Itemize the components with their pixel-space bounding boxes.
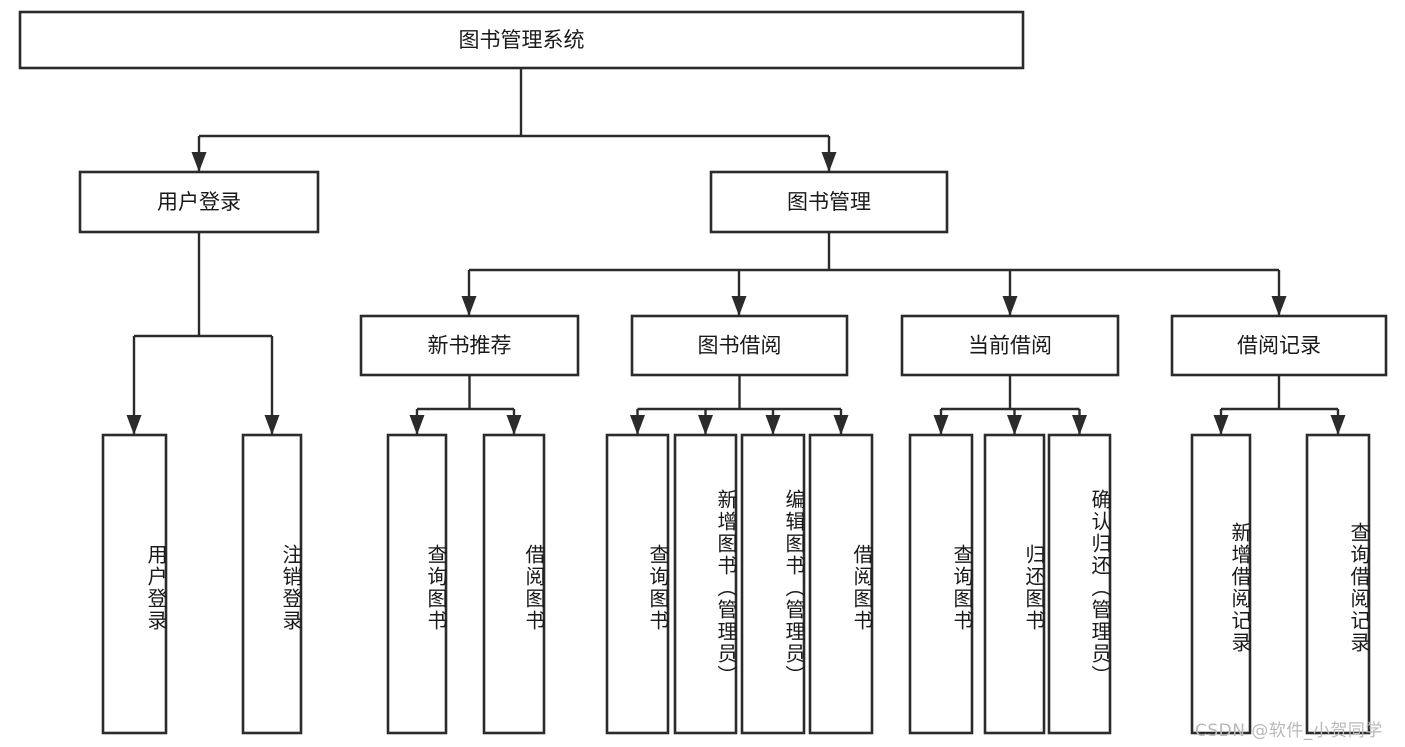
node-label-user-login: 用户登录 xyxy=(157,190,241,214)
arrow-head-icon xyxy=(821,152,837,172)
node-label-new-book-recommend: 新书推荐 xyxy=(428,334,512,358)
arrow-head-icon xyxy=(461,296,477,316)
arrow-head-icon xyxy=(731,296,747,316)
arrow-head-icon xyxy=(698,415,713,435)
leaf-box-leaf-return-book[interactable] xyxy=(983,433,1046,735)
arrow-head-icon xyxy=(1007,415,1022,435)
node-label-book-borrow: 图书借阅 xyxy=(698,334,782,358)
arrow-head-icon xyxy=(1271,296,1287,316)
leaf-box-leaf-query-borrow-record[interactable] xyxy=(1305,433,1371,735)
arrow-head-icon xyxy=(264,415,280,435)
node-box-book-management[interactable] xyxy=(709,170,949,234)
node-box-user-login[interactable] xyxy=(78,170,320,234)
leaf-box-leaf-query-book-rec[interactable] xyxy=(386,433,448,735)
node-box-book-borrow[interactable] xyxy=(630,314,849,377)
arrow-head-icon xyxy=(1330,415,1346,435)
node-label-book-management: 图书管理 xyxy=(787,190,871,214)
arrow-head-icon xyxy=(833,415,849,435)
node-label-borrow-records: 借阅记录 xyxy=(1237,334,1321,358)
node-box-new-book-recommend[interactable] xyxy=(359,314,580,377)
arrow-head-icon xyxy=(126,415,142,435)
arrow-head-icon xyxy=(630,415,645,435)
leaf-box-leaf-confirm-return-admin[interactable] xyxy=(1047,433,1112,735)
node-box-root[interactable] xyxy=(18,10,1025,70)
arrow-head-icon xyxy=(933,415,949,435)
leaf-box-leaf-user-login[interactable] xyxy=(101,433,168,735)
arrow-head-icon xyxy=(1072,415,1087,435)
arrow-head-icon xyxy=(191,152,207,172)
arrow-head-icon xyxy=(765,415,781,435)
leaf-box-leaf-add-borrow-record[interactable] xyxy=(1190,433,1252,735)
node-label-current-borrow: 当前借阅 xyxy=(968,334,1052,358)
node-box-current-borrow[interactable] xyxy=(900,314,1120,377)
node-label-root: 图书管理系统 xyxy=(459,28,585,52)
leaf-box-leaf-query-book-borrow[interactable] xyxy=(605,433,670,735)
arrow-head-icon xyxy=(409,415,425,435)
csdn-watermark: CSDN @软件_小贺同学 xyxy=(1195,721,1383,741)
leaf-box-leaf-logout-login[interactable] xyxy=(241,433,303,735)
arrow-head-icon xyxy=(1213,415,1229,435)
node-box-borrow-records[interactable] xyxy=(1170,314,1388,377)
leaf-box-leaf-edit-book-admin[interactable] xyxy=(740,433,806,735)
connector-lines xyxy=(126,68,1346,435)
leaf-box-leaf-borrow-book[interactable] xyxy=(808,433,874,735)
node-boxes xyxy=(18,10,1388,735)
leaf-box-leaf-borrow-book-rec[interactable] xyxy=(482,433,546,735)
arrow-head-icon xyxy=(506,415,522,435)
leaf-box-leaf-add-book-admin[interactable] xyxy=(673,433,738,735)
arrow-head-icon xyxy=(1002,296,1018,316)
leaf-box-leaf-query-book-current[interactable] xyxy=(908,433,974,735)
